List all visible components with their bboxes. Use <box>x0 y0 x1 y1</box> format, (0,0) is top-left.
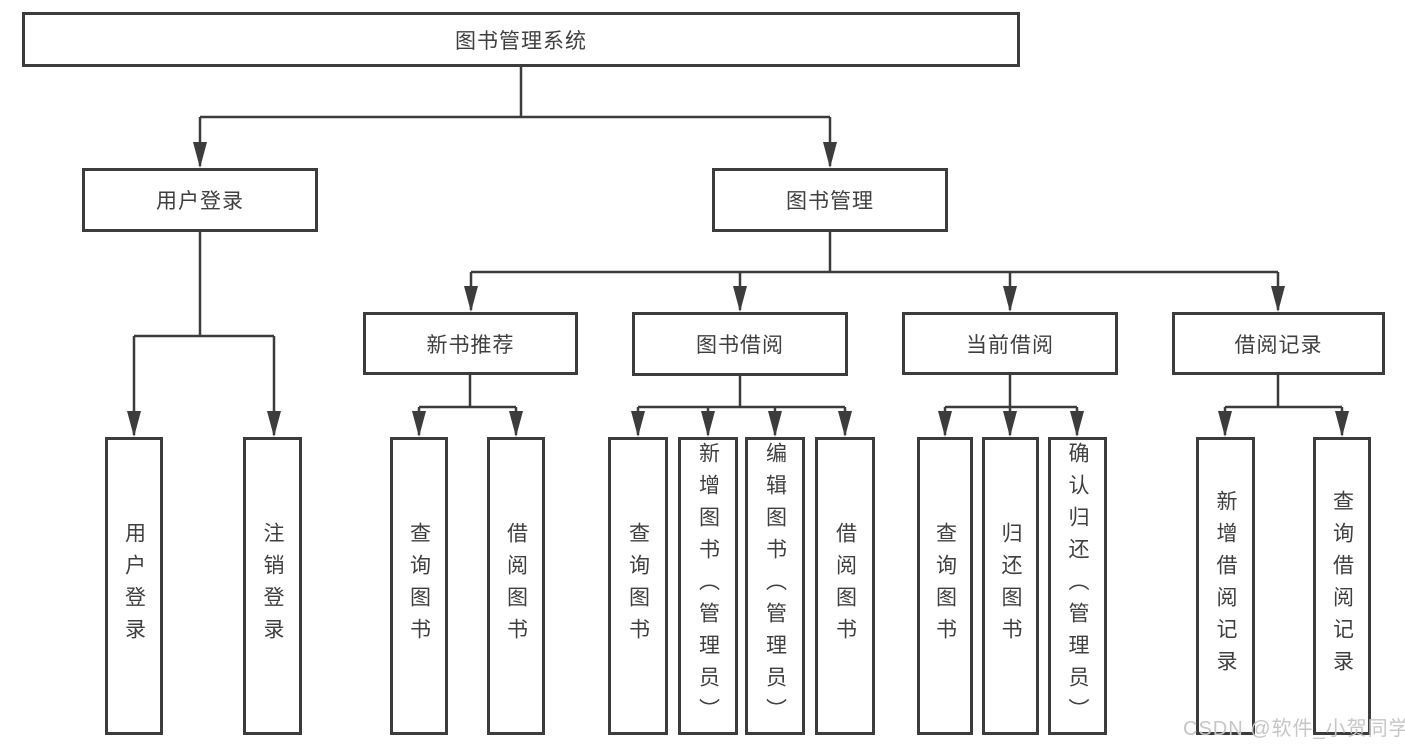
node-nbr-borrow-books-label: 借阅图书 <box>504 522 528 650</box>
node-user-login-label: 用户登录 <box>156 190 244 213</box>
node-user-login: 用户登录 <box>82 168 318 232</box>
arrowheads <box>127 142 1349 437</box>
node-book-borrow: 图书借阅 <box>632 312 848 376</box>
node-bb-borrow-books: 借阅图书 <box>815 437 875 735</box>
node-bb-edit-books-admin: 编辑图书（管理员） <box>745 437 805 735</box>
node-new-book-recommend-label: 新书推荐 <box>426 333 515 357</box>
node-book-management: 图书管理 <box>712 168 948 232</box>
node-nbr-query-books: 查询图书 <box>390 437 448 735</box>
node-bb-add-books-admin-label: 新增图书（管理员） <box>696 442 720 730</box>
node-cb-return-books: 归还图书 <box>982 437 1039 735</box>
node-br-query-record-label: 查询借阅记录 <box>1330 490 1354 682</box>
node-root: 图书管理系统 <box>22 12 1020 67</box>
node-leaf-user-login: 用户登录 <box>105 437 163 735</box>
node-cb-return-books-label: 归还图书 <box>999 522 1022 650</box>
node-leaf-logout: 注销登录 <box>243 437 302 735</box>
node-borrow-records: 借阅记录 <box>1172 312 1385 375</box>
node-root-label: 图书管理系统 <box>455 29 587 53</box>
node-bb-edit-books-admin-label: 编辑图书（管理员） <box>763 442 787 730</box>
node-cb-query-books: 查询图书 <box>917 437 973 735</box>
node-br-query-record: 查询借阅记录 <box>1313 437 1371 735</box>
node-current-borrow: 当前借阅 <box>902 312 1118 375</box>
node-book-borrow-label: 图书借阅 <box>696 334 784 357</box>
node-new-book-recommend: 新书推荐 <box>363 312 578 375</box>
node-leaf-logout-label: 注销登录 <box>261 522 284 650</box>
node-nbr-borrow-books: 借阅图书 <box>487 437 545 735</box>
node-cb-confirm-return-admin: 确认归还（管理员） <box>1048 437 1107 735</box>
watermark-text: CSDN @软件_小贺同学 <box>1183 718 1405 740</box>
node-current-borrow-label: 当前借阅 <box>966 333 1054 357</box>
node-bb-query-books: 查询图书 <box>608 437 668 735</box>
node-leaf-user-login-label: 用户登录 <box>122 522 146 650</box>
node-bb-query-books-label: 查询图书 <box>626 522 650 650</box>
node-br-add-record: 新增借阅记录 <box>1196 437 1255 735</box>
node-nbr-query-books-label: 查询图书 <box>407 522 431 650</box>
node-br-add-record-label: 新增借阅记录 <box>1214 490 1237 682</box>
node-borrow-records-label: 借阅记录 <box>1234 333 1323 357</box>
node-cb-query-books-label: 查询图书 <box>933 522 957 650</box>
node-bb-add-books-admin: 新增图书（管理员） <box>678 437 738 735</box>
node-cb-confirm-return-admin-label: 确认归还（管理员） <box>1066 442 1089 730</box>
node-book-management-label: 图书管理 <box>786 190 874 213</box>
node-bb-borrow-books-label: 借阅图书 <box>833 522 857 650</box>
